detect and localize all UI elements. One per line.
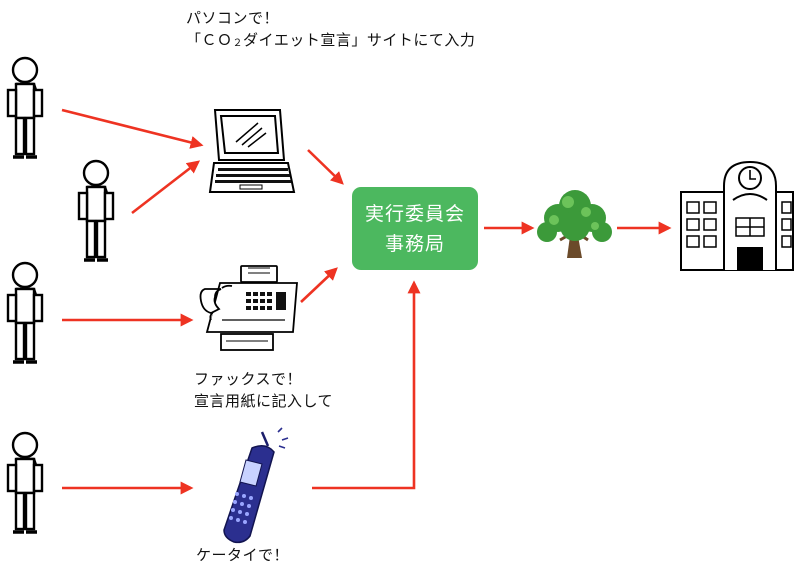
- fax-label-line2: 宣言用紙に記入して: [194, 392, 334, 410]
- phone-label: ケータイで！: [196, 544, 289, 566]
- arrow-phone-to-office: [312, 280, 421, 490]
- arrow-person1-to-pc: [61, 108, 204, 149]
- pc-label: パソコンで！ 「ＣＯ２ダイエット宣言」サイトにて入力: [186, 7, 475, 55]
- pc-label-line1: パソコンで！: [186, 9, 280, 27]
- office-line2: 事務局: [384, 232, 445, 255]
- school-building-icon: [680, 160, 794, 271]
- phone-label-line1: ケータイで！: [196, 546, 290, 564]
- arrow-pc-to-office: [307, 149, 344, 185]
- person-icon-1: [6, 56, 44, 159]
- mobile-phone-icon: [223, 427, 289, 544]
- person-icon-2: [77, 159, 115, 262]
- office-line1: 実行委員会: [364, 202, 465, 225]
- arrow-person2-to-pc: [131, 160, 201, 215]
- arrows: [61, 108, 672, 495]
- fax-icon: [199, 265, 298, 351]
- arrow-fax-to-office: [300, 267, 338, 303]
- tree-icon: [537, 190, 612, 258]
- fax-label-line1: ファックスで！: [194, 370, 303, 388]
- laptop-icon: [208, 109, 296, 193]
- person-icon-4: [6, 431, 44, 534]
- office-box: 実行委員会 事務局: [352, 187, 478, 270]
- pc-label-line2: 「ＣＯ２ダイエット宣言」サイトにて入力: [186, 31, 476, 49]
- person-icon-3: [6, 261, 44, 364]
- fax-label: ファックスで！ 宣言用紙に記入して: [194, 368, 333, 412]
